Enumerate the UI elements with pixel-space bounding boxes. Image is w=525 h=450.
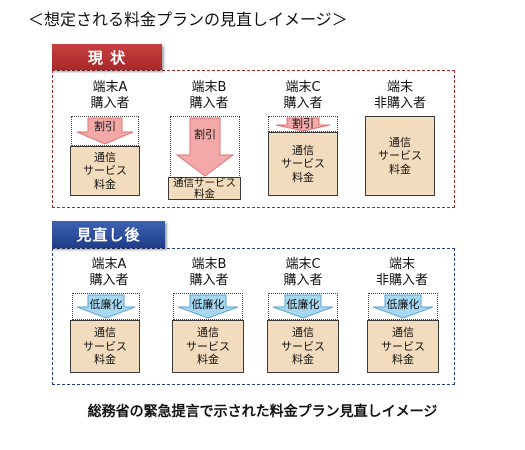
- revised-col-c-reduction-slot: 低廉化: [268, 293, 338, 320]
- revised-col-a-fee-box: 通信 サービス 料金: [70, 320, 140, 373]
- fee-line: 料金: [197, 353, 219, 367]
- device-name: 端末B: [191, 257, 227, 272]
- fee-line: サービス: [186, 339, 230, 353]
- figure-caption: 総務省の緊急提言で示された料金プラン見直しイメージ: [87, 404, 438, 420]
- current-col-nonbuyer-label: 端末 非購入者: [357, 80, 443, 112]
- buyer-status: 購入者: [283, 273, 323, 288]
- fee-line: 通信サービス: [173, 177, 236, 189]
- current-section-header: 現 状: [52, 44, 162, 70]
- buyer-status: 購入者: [89, 273, 129, 288]
- discount-arrow-icon: [275, 117, 331, 132]
- fee-line: サービス: [281, 339, 325, 353]
- reduction-tag: 低廉化: [191, 298, 225, 311]
- fee-line: 料金: [392, 353, 414, 367]
- fee-line: 料金: [292, 170, 314, 184]
- reduction-arrow-icon: [372, 294, 434, 319]
- revised-section-header: 見直し後: [52, 221, 165, 248]
- device-name: 端末: [386, 80, 413, 95]
- reduction-arrow-icon: [177, 294, 239, 319]
- fee-line: サービス: [378, 149, 422, 163]
- current-col-a-discount-slot: 割引: [71, 116, 139, 146]
- buyer-status: 購入者: [189, 273, 229, 288]
- buyer-status: 非購入者: [373, 96, 426, 111]
- fee-line: 通信: [389, 135, 411, 149]
- current-col-b-label: 端末B 購入者: [166, 80, 252, 112]
- current-col-c-discount-slot: 割引: [268, 116, 338, 132]
- device-name: 端末: [388, 257, 415, 272]
- device-name: 端末C: [285, 257, 321, 272]
- fee-line: サービス: [83, 164, 127, 178]
- discount-tag: 割引: [292, 117, 314, 130]
- reduction-tag: 低廉化: [286, 298, 320, 311]
- buyer-status: 非購入者: [375, 273, 428, 288]
- current-col-c-fee-box: 通信 サービス 料金: [268, 132, 338, 196]
- fee-line: 料金: [389, 162, 411, 176]
- device-name: 端末B: [191, 80, 227, 95]
- reduction-tag: 低廉化: [89, 298, 123, 311]
- fee-line: 料金: [94, 177, 116, 191]
- fee-line: 通信: [292, 326, 314, 340]
- fee-line: 通信: [94, 326, 116, 340]
- fee-line: サービス: [281, 157, 325, 171]
- reduction-arrow-icon: [272, 294, 334, 319]
- revised-col-a-label: 端末A 購入者: [66, 257, 152, 289]
- revised-col-c-label: 端末C 購入者: [260, 257, 346, 289]
- revised-col-nonbuyer-label: 端末 非購入者: [359, 257, 445, 289]
- revised-col-nonbuyer-fee-box: 通信 サービス 料金: [367, 320, 439, 373]
- buyer-status: 購入者: [189, 96, 229, 111]
- revised-col-nonbuyer-reduction-slot: 低廉化: [368, 293, 438, 320]
- device-name: 端末C: [285, 80, 321, 95]
- discount-tag: 割引: [194, 128, 216, 141]
- discount-arrow-icon: [175, 117, 235, 177]
- current-col-b-discount-slot: 割引: [170, 116, 240, 178]
- fee-line: 料金: [94, 353, 116, 367]
- revised-col-b-label: 端末B 購入者: [166, 257, 252, 289]
- current-col-nonbuyer-fee-box: 通信 サービス 料金: [365, 116, 435, 196]
- revised-section-frame: [52, 248, 455, 385]
- device-name: 端末A: [92, 80, 128, 95]
- reduction-arrow-icon: [76, 294, 136, 319]
- fee-line: サービス: [83, 339, 127, 353]
- revised-col-b-fee-box: 通信 サービス 料金: [172, 320, 244, 373]
- reduction-tag: 低廉化: [386, 298, 420, 311]
- current-col-c-label: 端末C 購入者: [260, 80, 346, 112]
- current-section-frame: [52, 70, 455, 208]
- revised-col-a-reduction-slot: 低廉化: [72, 293, 140, 320]
- discount-arrow-icon: [76, 117, 134, 145]
- fee-line: 通信: [392, 326, 414, 340]
- current-col-b-fee-box: 通信サービス 料金: [168, 177, 241, 200]
- discount-tag: 割引: [94, 120, 116, 133]
- fee-line: 料金: [194, 187, 215, 200]
- current-col-a-fee-box: 通信 サービス 料金: [70, 146, 140, 196]
- device-name: 端末A: [91, 257, 127, 272]
- diagram-title: ＜想定される料金プランの見直しイメージ＞: [28, 10, 348, 29]
- current-col-a-label: 端末A 購入者: [67, 80, 153, 112]
- fee-line: 通信: [292, 143, 314, 157]
- revised-col-b-reduction-slot: 低廉化: [173, 293, 243, 320]
- fee-line: 通信: [197, 326, 219, 340]
- buyer-status: 購入者: [283, 96, 323, 111]
- fee-line: サービス: [381, 339, 425, 353]
- revised-col-c-fee-box: 通信 サービス 料金: [267, 320, 339, 373]
- fee-line: 通信: [94, 150, 116, 164]
- fee-line: 料金: [292, 353, 314, 367]
- buyer-status: 購入者: [90, 96, 130, 111]
